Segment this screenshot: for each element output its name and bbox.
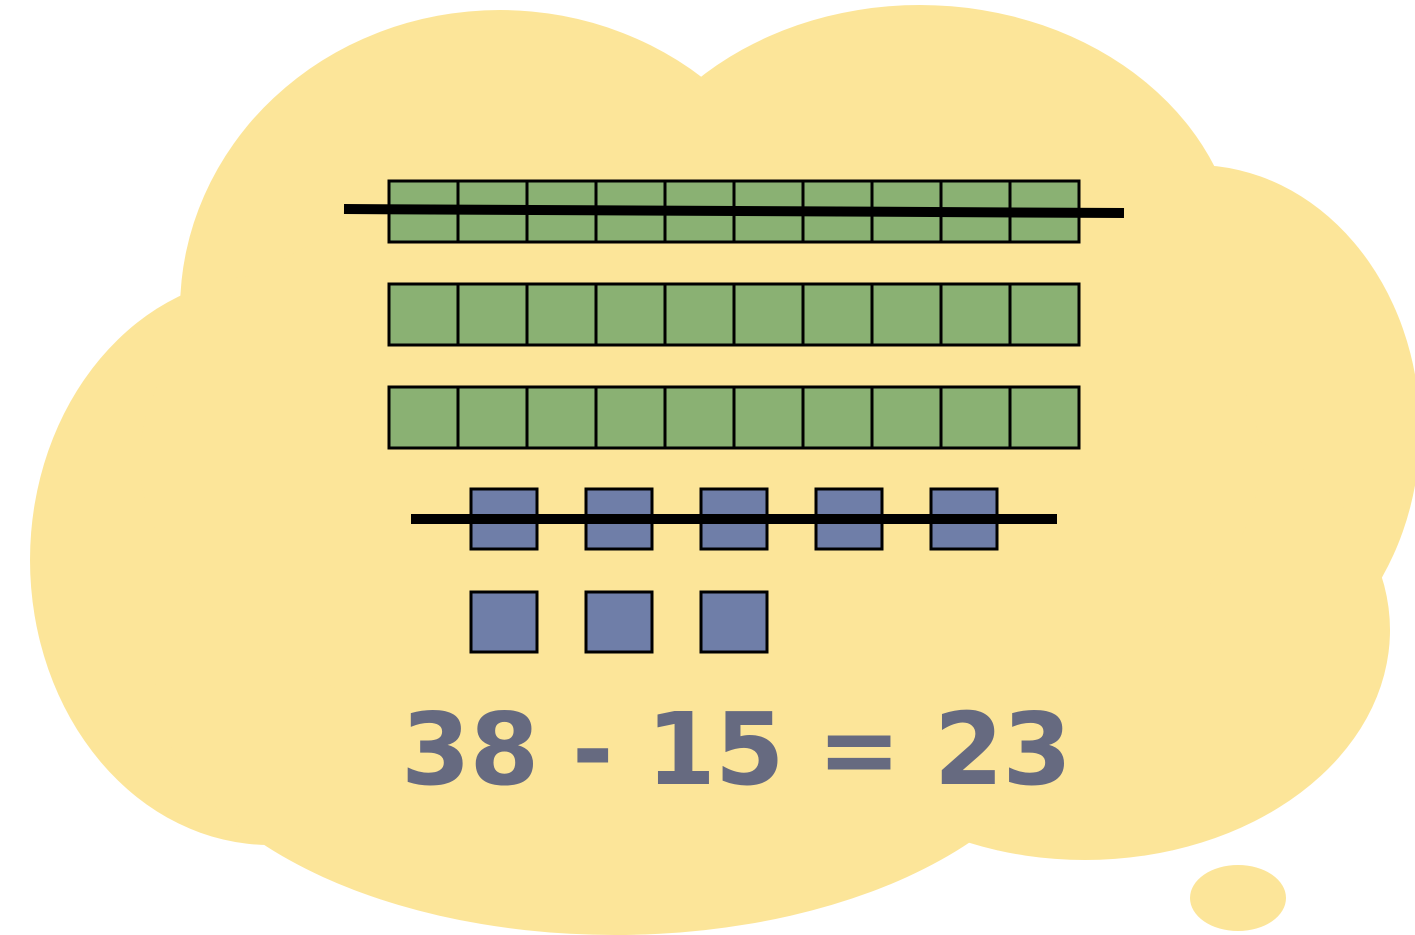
ten-rod	[389, 284, 1079, 345]
rod-unit-cell	[596, 284, 665, 345]
rod-unit-cell	[872, 387, 941, 448]
rod-strike-line	[344, 209, 1124, 213]
rod-unit-cell	[458, 387, 527, 448]
ones-cube	[471, 592, 537, 652]
rod-unit-cell	[389, 387, 458, 448]
rod-unit-cell	[803, 387, 872, 448]
rod-unit-cell	[596, 387, 665, 448]
rod-unit-cell	[734, 284, 803, 345]
thought-bubble-dot	[1190, 865, 1286, 931]
rod-unit-cell	[803, 284, 872, 345]
ones-cube	[701, 592, 767, 652]
rod-unit-cell	[872, 284, 941, 345]
ones-cube	[586, 592, 652, 652]
equation-text: 38 - 15 = 23	[0, 690, 1415, 810]
ten-rods	[389, 181, 1079, 448]
rod-unit-cell	[665, 284, 734, 345]
rod-unit-cell	[527, 284, 596, 345]
ten-rod	[389, 387, 1079, 448]
rod-unit-cell	[458, 284, 527, 345]
rod-unit-cell	[734, 387, 803, 448]
cloud-lobe	[140, 160, 1260, 760]
rod-unit-cell	[941, 284, 1010, 345]
rod-unit-cell	[665, 387, 734, 448]
rod-unit-cell	[1010, 284, 1079, 345]
rod-unit-cell	[527, 387, 596, 448]
rod-unit-cell	[941, 387, 1010, 448]
rod-unit-cell	[1010, 387, 1079, 448]
rod-unit-cell	[389, 284, 458, 345]
